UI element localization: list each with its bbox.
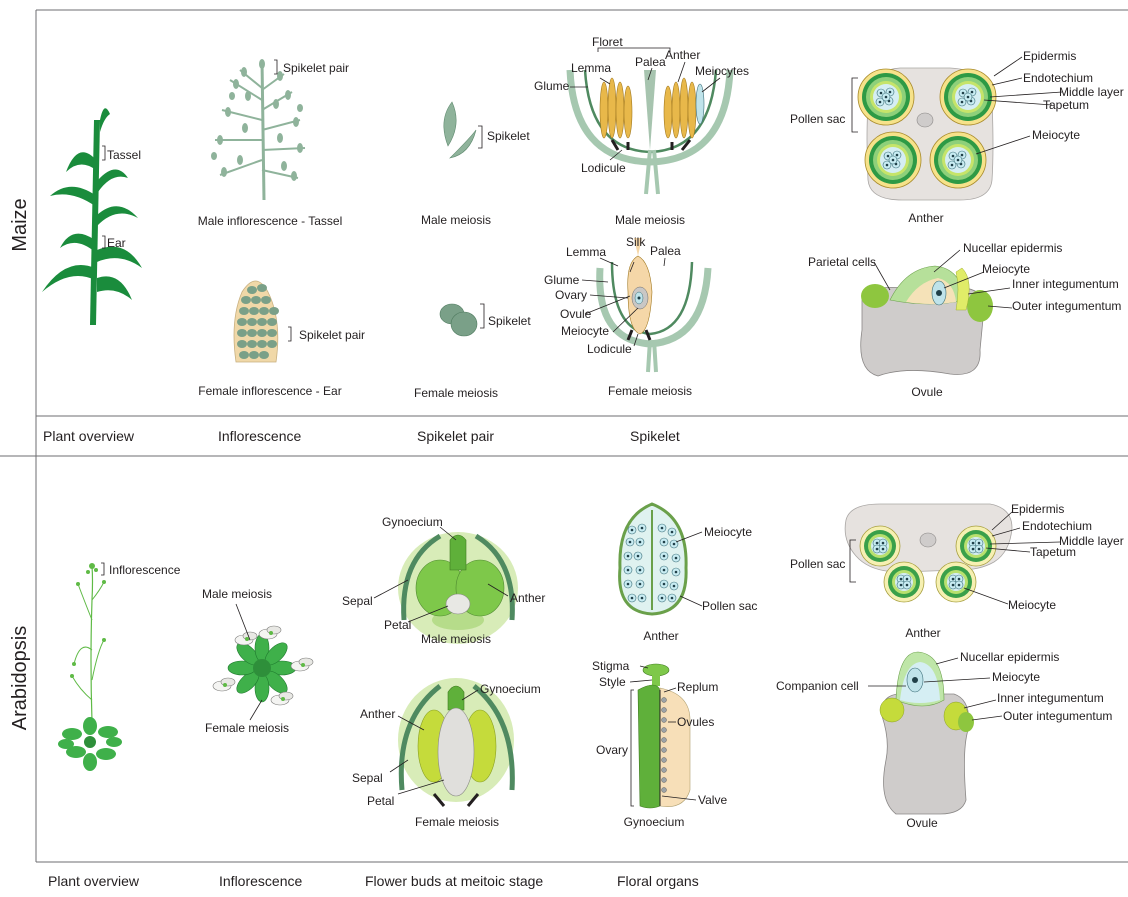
label-arabidopsis-inner-integumentum: Inner integumentum	[997, 691, 1104, 705]
label-male-bud-sepal: Sepal	[342, 594, 373, 608]
caption-male-floret: Male meiosis	[615, 213, 685, 227]
caption-male-inflorescence: Male inflorescence - Tassel	[198, 214, 343, 228]
label-rosette-male-meiosis: Male meiosis	[202, 587, 272, 601]
label-maize-ovule-meiocyte: Meiocyte	[982, 262, 1030, 276]
label-floret: Floret	[592, 35, 623, 49]
label-maize-nucellar-epidermis: Nucellar epidermis	[963, 241, 1062, 255]
maize-male-spikelet-illustration	[444, 102, 482, 158]
category-flower-buds: Flower buds at meitoic stage	[365, 873, 543, 889]
arabidopsis-female-bud-illustration	[390, 678, 514, 806]
label-male-glume: Glume	[534, 79, 570, 93]
category-plant-overview: Plant overview	[48, 873, 140, 889]
label-female-bud-anther: Anther	[360, 707, 395, 721]
caption-maize-ovule: Ovule	[911, 385, 943, 399]
label-male-lodicule: Lodicule	[581, 161, 626, 175]
label-arabidopsis-tapetum: Tapetum	[1030, 545, 1076, 559]
maize-ear-illustration	[234, 281, 291, 362]
label-maize-pollen-sac: Pollen sac	[790, 112, 845, 126]
category-floral-organs: Floral organs	[617, 873, 699, 889]
label-arabidopsis-anther-meiocyte: Meiocyte	[704, 525, 752, 539]
label-arabidopsis-inflorescence: Inflorescence	[109, 563, 181, 577]
label-arabidopsis-nucellar-epidermis: Nucellar epidermis	[960, 650, 1059, 664]
label-male-bud-gynoecium: Gynoecium	[382, 515, 443, 529]
label-male-anther: Anther	[665, 48, 700, 62]
arabidopsis-plant-illustration	[58, 563, 122, 771]
label-meiocytes: Meiocytes	[695, 64, 749, 78]
category-spikelet-pair: Spikelet pair	[417, 428, 494, 444]
label-tassel: Tassel	[107, 148, 141, 162]
label-maize-epidermis: Epidermis	[1023, 49, 1076, 63]
caption-gynoecium: Gynoecium	[624, 815, 685, 829]
label-male-bud-petal: Petal	[384, 618, 411, 632]
caption-arabidopsis-anther: Anther	[905, 626, 940, 640]
label-male-lemma: Lemma	[571, 61, 611, 75]
category-inflorescence: Inflorescence	[219, 873, 302, 889]
maize-category-row: Plant overview Inflorescence Spikelet pa…	[43, 428, 680, 444]
label-parietal-cells: Parietal cells	[808, 255, 876, 269]
species-label-arabidopsis: Arabidopsis	[9, 626, 31, 731]
caption-maize-anther: Anther	[908, 211, 943, 225]
label-tassel-spikelet-pair: Spikelet pair	[283, 61, 349, 75]
label-female-glume: Glume	[544, 273, 580, 287]
label-female-meiocyte: Meiocyte	[561, 324, 609, 338]
label-female-lemma: Lemma	[566, 245, 606, 259]
label-maize-endotechium: Endotechium	[1023, 71, 1093, 85]
species-label-maize: Maize	[9, 198, 31, 251]
label-replum: Replum	[677, 680, 718, 694]
label-maize-inner-integumentum: Inner integumentum	[1012, 277, 1119, 291]
label-valve: Valve	[698, 793, 727, 807]
caption-arabidopsis-anther-section: Anther	[643, 629, 678, 643]
label-female-palea: Palea	[650, 244, 681, 258]
label-ear-spikelet-pair: Spikelet pair	[299, 328, 365, 342]
arabidopsis-category-row: Plant overview Inflorescence Flower buds…	[48, 873, 699, 889]
label-companion-cell: Companion cell	[776, 679, 859, 693]
label-maize-outer-integumentum: Outer integumentum	[1012, 299, 1121, 313]
label-female-spikelet: Spikelet	[488, 314, 531, 328]
label-male-palea: Palea	[635, 55, 666, 69]
caption-male-spikelet: Male meiosis	[421, 213, 491, 227]
label-style: Style	[599, 675, 626, 689]
label-arabidopsis-endotechium: Endotechium	[1022, 519, 1092, 533]
label-ovules: Ovules	[677, 715, 714, 729]
label-maize-tapetum: Tapetum	[1043, 98, 1089, 112]
label-female-bud-sepal: Sepal	[352, 771, 383, 785]
label-rosette-female-meiosis: Female meiosis	[205, 721, 289, 735]
maize-female-spikelet-illustration	[440, 304, 484, 336]
label-female-ovule: Ovule	[560, 307, 592, 321]
label-female-bud-petal: Petal	[367, 794, 394, 808]
arabidopsis-inflorescence-illustration	[213, 604, 313, 720]
label-ovary: Ovary	[555, 288, 587, 302]
label-arabidopsis-pollen-sac: Pollen sac	[790, 557, 845, 571]
category-inflorescence: Inflorescence	[218, 428, 301, 444]
label-maize-middle-layer: Middle layer	[1059, 85, 1124, 99]
maize-tassel-illustration	[211, 59, 305, 200]
label-male-bud-anther: Anther	[510, 591, 545, 605]
caption-female-inflorescence: Female inflorescence - Ear	[198, 384, 341, 398]
caption-female-spikelet: Female meiosis	[414, 386, 498, 400]
maize-plant-illustration	[42, 108, 142, 325]
label-female-bud-gynoecium: Gynoecium	[480, 682, 541, 696]
label-arabidopsis-anther-pollen-sac: Pollen sac	[702, 599, 757, 613]
label-silk: Silk	[626, 235, 646, 249]
label-maize-meiocyte: Meiocyte	[1032, 128, 1080, 142]
label-arabidopsis-ovule-meiocyte: Meiocyte	[992, 670, 1040, 684]
label-female-lodicule: Lodicule	[587, 342, 632, 356]
arabidopsis-ovule-illustration	[868, 652, 1002, 814]
label-ear: Ear	[107, 236, 126, 250]
label-ovary: Ovary	[596, 743, 628, 757]
caption-arabidopsis-ovule: Ovule	[906, 816, 938, 830]
label-arabidopsis-meiocyte: Meiocyte	[1008, 598, 1056, 612]
label-stigma: Stigma	[592, 659, 630, 673]
category-plant-overview: Plant overview	[43, 428, 135, 444]
caption-female-bud: Female meiosis	[415, 815, 499, 829]
category-spikelet: Spikelet	[630, 428, 680, 444]
label-arabidopsis-outer-integumentum: Outer integumentum	[1003, 709, 1112, 723]
label-male-spikelet: Spikelet	[487, 129, 530, 143]
label-arabidopsis-epidermis: Epidermis	[1011, 502, 1064, 516]
caption-female-floret: Female meiosis	[608, 384, 692, 398]
arabidopsis-anther-section	[620, 504, 702, 614]
caption-male-bud: Male meiosis	[421, 632, 491, 646]
